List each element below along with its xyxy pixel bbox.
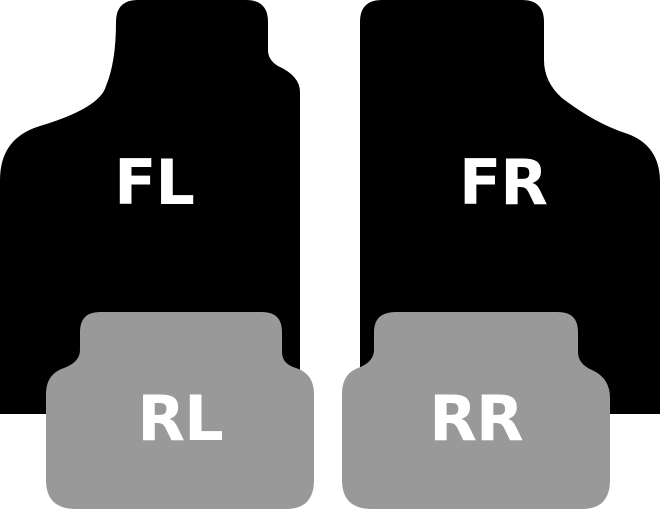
- rear-left-mat: RL: [46, 312, 314, 509]
- front-left-mat: FL: [0, 0, 300, 414]
- rear-left-mat-shape: [46, 312, 314, 509]
- front-left-mat-shape: [0, 0, 300, 414]
- rear-right-mat: RR: [342, 312, 610, 509]
- front-right-mat-shape: [360, 0, 660, 414]
- front-right-label: FR: [459, 146, 547, 219]
- rear-left-label: RL: [137, 382, 222, 455]
- front-right-mat: FR: [360, 0, 660, 414]
- rear-right-mat-shape: [342, 312, 610, 509]
- rear-right-label: RR: [429, 382, 523, 455]
- front-left-label: FL: [114, 146, 194, 219]
